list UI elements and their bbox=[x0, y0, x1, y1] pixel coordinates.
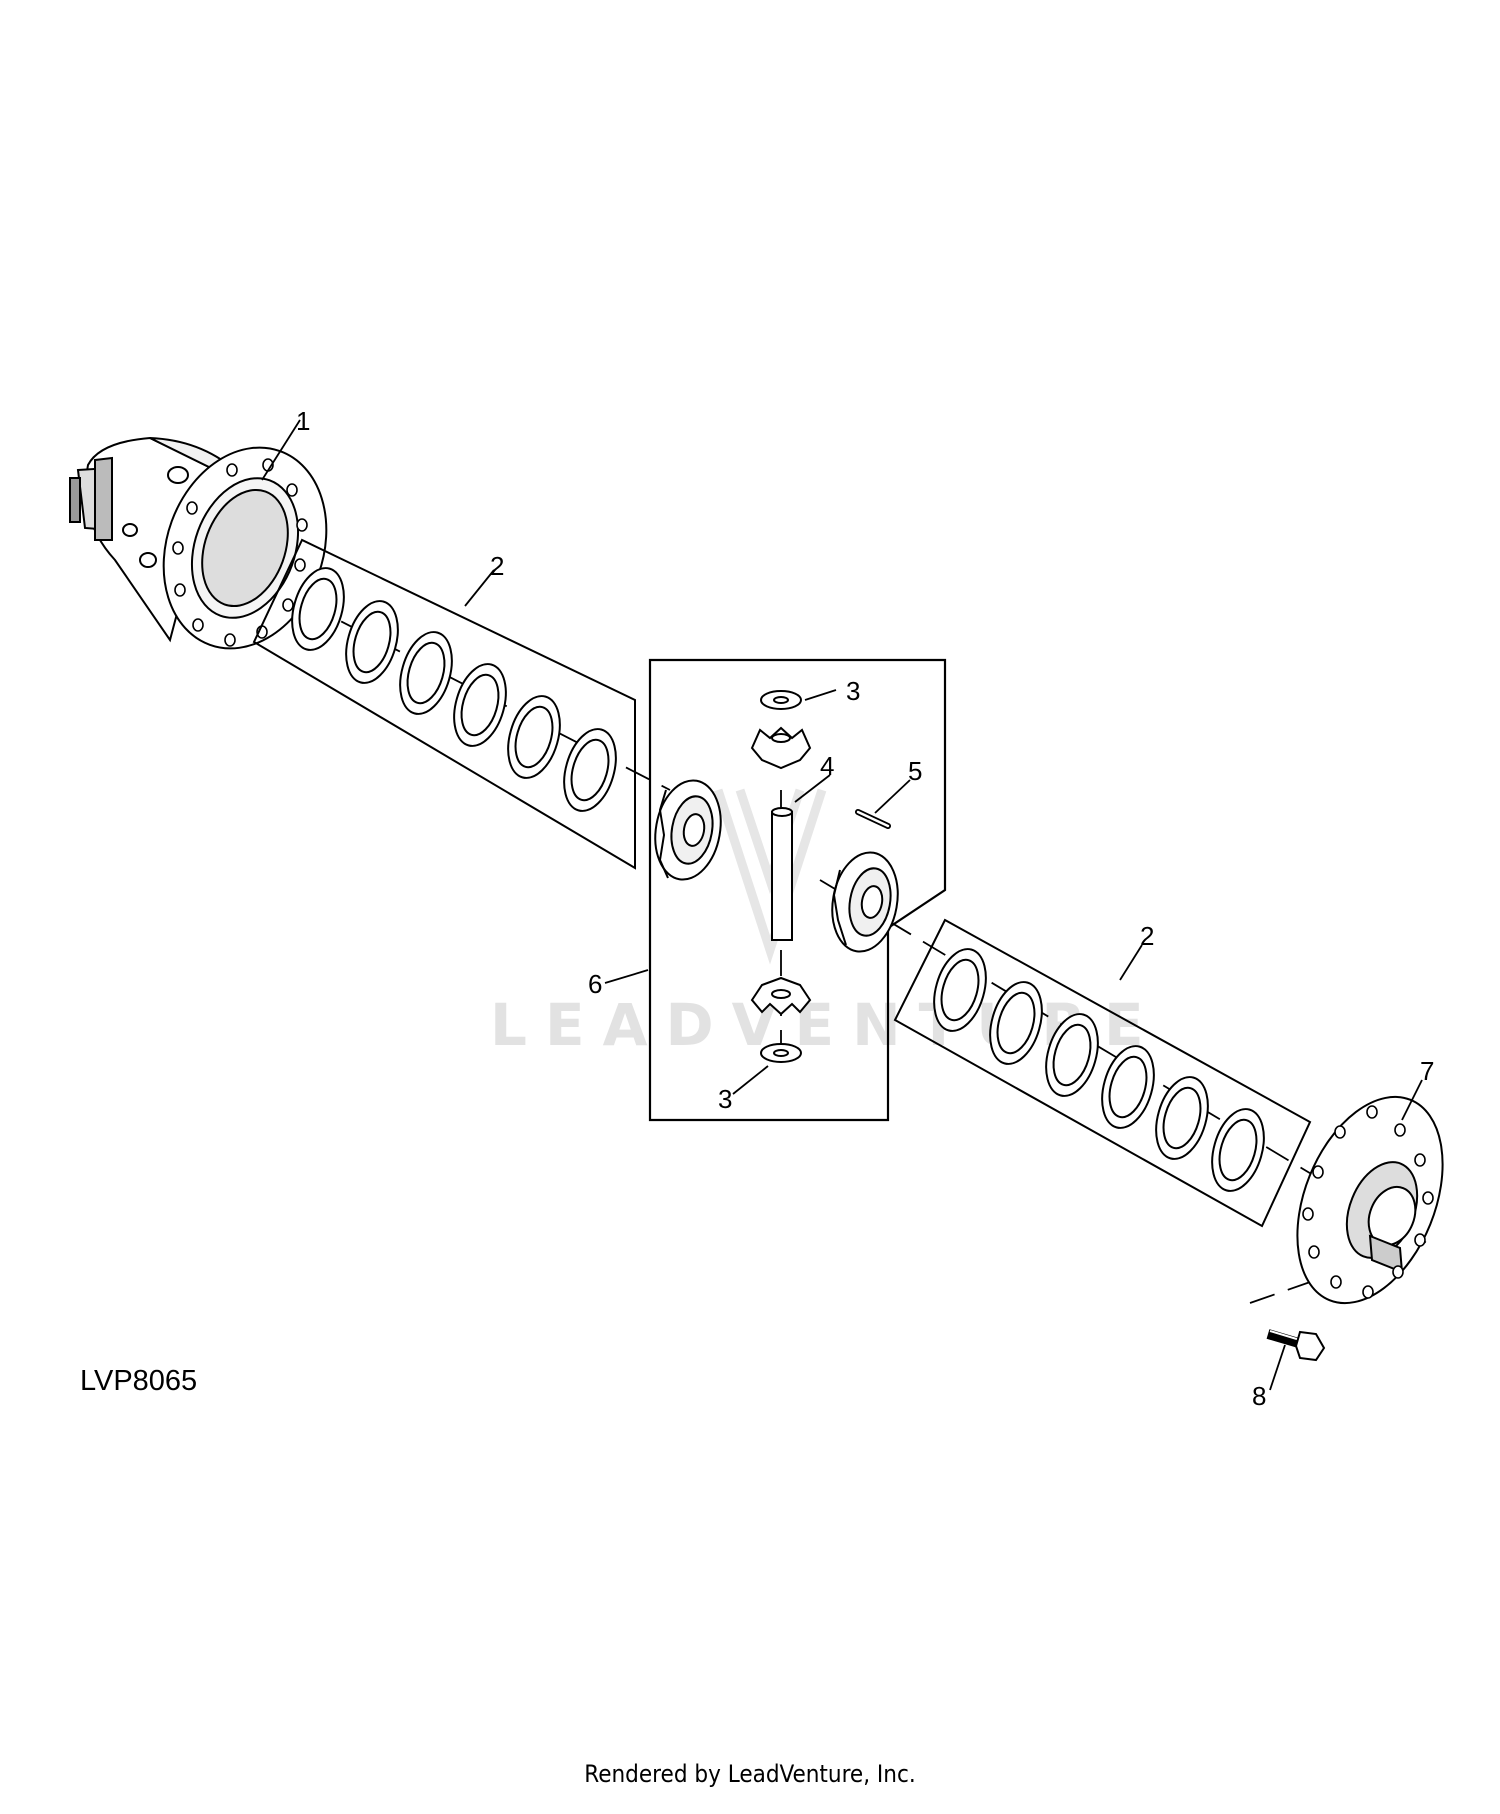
cross-shaft bbox=[771, 807, 793, 941]
leader-lines bbox=[261, 419, 1423, 1391]
thrust-washer-bottom bbox=[760, 1043, 802, 1063]
callout-2-left: 2 bbox=[490, 551, 504, 581]
callout-1: 1 bbox=[296, 406, 310, 436]
gear-kit-parts bbox=[654, 690, 899, 1063]
pinion-gear-top bbox=[750, 726, 812, 770]
callouts: 1 2 2 3 3 4 5 6 7 8 bbox=[296, 406, 1434, 1411]
clutch-discs-right bbox=[933, 948, 1265, 1192]
pinion-gear-bottom bbox=[750, 976, 812, 1016]
bolt bbox=[1266, 1329, 1326, 1362]
callout-8: 8 bbox=[1252, 1381, 1266, 1411]
differential-case-left bbox=[69, 436, 328, 650]
side-gear-left bbox=[654, 779, 722, 881]
clutch-pack-box-right bbox=[893, 918, 1312, 1228]
callout-3-bottom: 3 bbox=[718, 1084, 732, 1114]
callout-3-top: 3 bbox=[846, 676, 860, 706]
figure-id: LVP8065 bbox=[80, 1365, 197, 1397]
differential-case-right bbox=[1296, 1095, 1444, 1305]
callout-5: 5 bbox=[908, 756, 922, 786]
callout-2-right: 2 bbox=[1140, 921, 1154, 951]
watermark-logo bbox=[713, 788, 827, 965]
clutch-discs-left bbox=[291, 567, 617, 812]
callout-6: 6 bbox=[588, 969, 602, 999]
side-gear-right bbox=[831, 851, 899, 953]
roll-pin bbox=[855, 809, 891, 829]
callout-4: 4 bbox=[820, 751, 834, 781]
watermark: LEADVENTURE bbox=[490, 788, 1144, 1059]
clutch-pack-box-left bbox=[252, 538, 636, 870]
callout-7: 7 bbox=[1420, 1056, 1434, 1086]
rendered-by-footer: Rendered by LeadVenture, Inc. bbox=[584, 1760, 916, 1788]
thrust-washer-top bbox=[760, 690, 802, 710]
